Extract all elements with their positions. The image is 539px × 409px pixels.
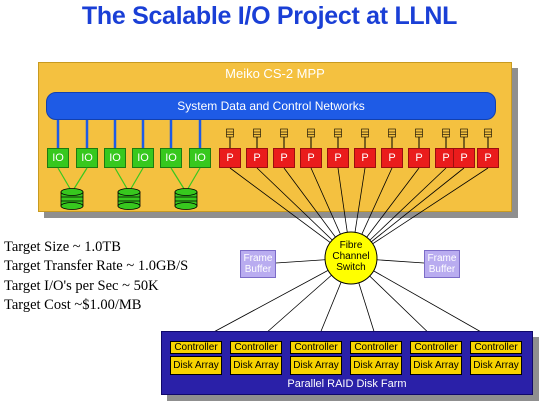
target-ios-per-sec: Target I/O's per Sec ~ 50K (4, 277, 159, 294)
controller: Controller (350, 341, 402, 354)
io-node: IO (47, 148, 69, 168)
p-node: P (354, 148, 376, 168)
fibre-channel-switch (324, 231, 378, 285)
frame-buffer-right: Frame Buffer (424, 250, 460, 278)
io-node: IO (189, 148, 211, 168)
targets-list: Target Size ~ 1.0TB Target Transfer Rate… (4, 238, 188, 315)
disk-array: Disk Array (290, 356, 342, 375)
switch-label: Fibre Channel Switch (332, 240, 370, 273)
page-title: The Scalable I/O Project at LLNL (81, 2, 458, 30)
io-node: IO (104, 148, 126, 168)
target-transfer-rate: Target Transfer Rate ~ 1.0GB/S (4, 258, 189, 275)
controller: Controller (290, 341, 342, 354)
p-node: P (453, 148, 475, 168)
controller: Controller (410, 341, 462, 354)
io-bus-connectors (56, 120, 202, 148)
network-label: System Data and Control Networks (177, 99, 365, 113)
disk-stack-icons (60, 188, 198, 210)
disk-array: Disk Array (230, 356, 282, 375)
disk-array: Disk Array (410, 356, 462, 375)
network-bar: System Data and Control Networks (46, 92, 496, 120)
p-node: P (408, 148, 430, 168)
p-node: P (477, 148, 499, 168)
disk-array: Disk Array (350, 356, 402, 375)
p-node: P (300, 148, 322, 168)
meiko-label: Meiko CS-2 MPP (225, 66, 325, 81)
p-node: P (219, 148, 241, 168)
p-node: P (246, 148, 268, 168)
p-node: P (327, 148, 349, 168)
controller: Controller (230, 341, 282, 354)
farm-label: Parallel RAID Disk Farm (287, 378, 407, 390)
p-memory-icons (226, 128, 492, 148)
io-disk-links (57, 167, 201, 193)
controller: Controller (170, 341, 222, 354)
io-node: IO (76, 148, 98, 168)
p-node: P (273, 148, 295, 168)
io-node: IO (160, 148, 182, 168)
io-node: IO (132, 148, 154, 168)
disk-array: Disk Array (170, 356, 222, 375)
frame-buffer-left: Frame Buffer (240, 250, 276, 278)
target-cost: Target Cost ~$1.00/MB (4, 296, 142, 313)
meiko-box (38, 62, 512, 212)
controller: Controller (470, 341, 522, 354)
disk-array: Disk Array (470, 356, 522, 375)
p-node: P (381, 148, 403, 168)
target-size: Target Size ~ 1.0TB (4, 239, 121, 255)
